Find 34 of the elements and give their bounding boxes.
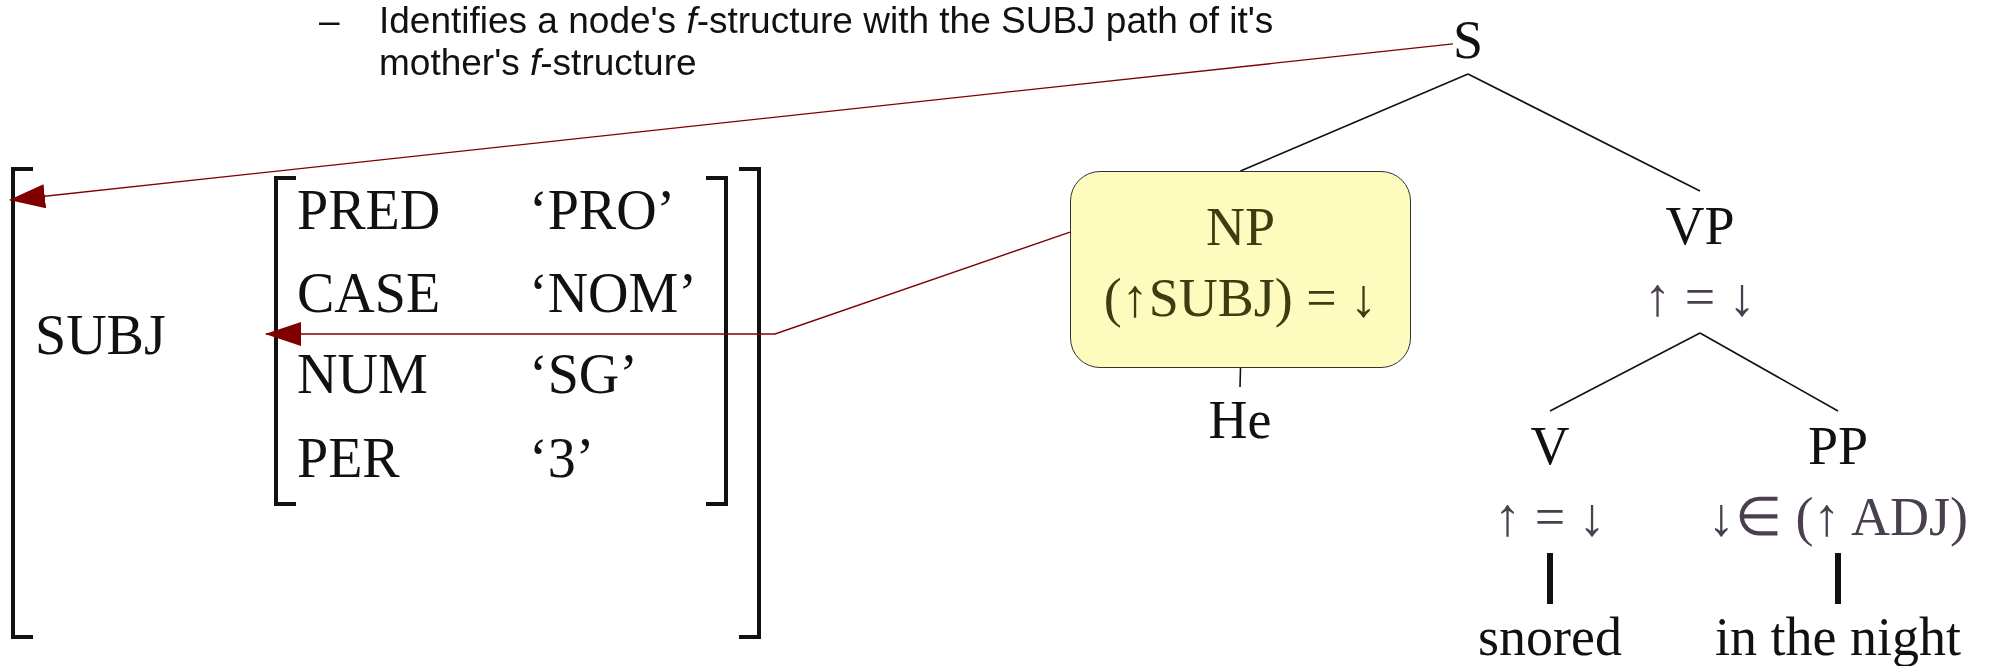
tree-branch	[1547, 553, 1553, 604]
feature-name: CASE	[297, 261, 441, 326]
functional-annotation: ↑ = ↓	[1494, 486, 1606, 549]
node-label: PP	[1806, 415, 1870, 478]
feature-value: ‘NOM’	[529, 261, 697, 326]
attribute-label: SUBJ	[35, 303, 166, 368]
tree-node-label: snored	[1478, 604, 1622, 666]
tree-node-label: in the night	[1715, 604, 1961, 666]
tree-node-label: S	[1453, 7, 1483, 74]
feature-value: ‘3’	[529, 426, 595, 491]
feature-name: NUM	[297, 342, 428, 407]
attribute-value-matrix	[10, 166, 762, 640]
feature-name: PRED	[297, 178, 441, 243]
tree-branch	[1549, 332, 1701, 412]
node-label: VP	[1664, 195, 1736, 258]
functional-annotation: ↑ = ↓	[1644, 266, 1756, 329]
node-label: V	[1529, 415, 1571, 478]
arrow	[265, 231, 1071, 346]
tree-branch	[1699, 332, 1839, 412]
note-text: Identifies a node's f-structure with the SUBJ path of it's mother's f-structure	[379, 0, 1275, 84]
node-label: NP	[1206, 196, 1275, 259]
feature-value: ‘PRO’	[529, 178, 676, 243]
feature-value: ‘SG’	[529, 342, 638, 407]
bullet-dash: –	[319, 0, 340, 42]
functional-annotation: ↓∈ (↑ ADJ)	[1708, 486, 1968, 549]
tree-branch	[1835, 553, 1841, 604]
tree-branch	[1239, 367, 1242, 388]
functional-annotation: (↑SUBJ) = ↓	[1103, 267, 1378, 330]
arrow	[9, 43, 1454, 209]
highlight-box	[1070, 171, 1411, 368]
tree-branch	[1467, 73, 1701, 192]
tree-node-label: He	[1208, 387, 1272, 454]
tree-branch	[1239, 73, 1469, 172]
feature-name: PER	[297, 426, 400, 491]
